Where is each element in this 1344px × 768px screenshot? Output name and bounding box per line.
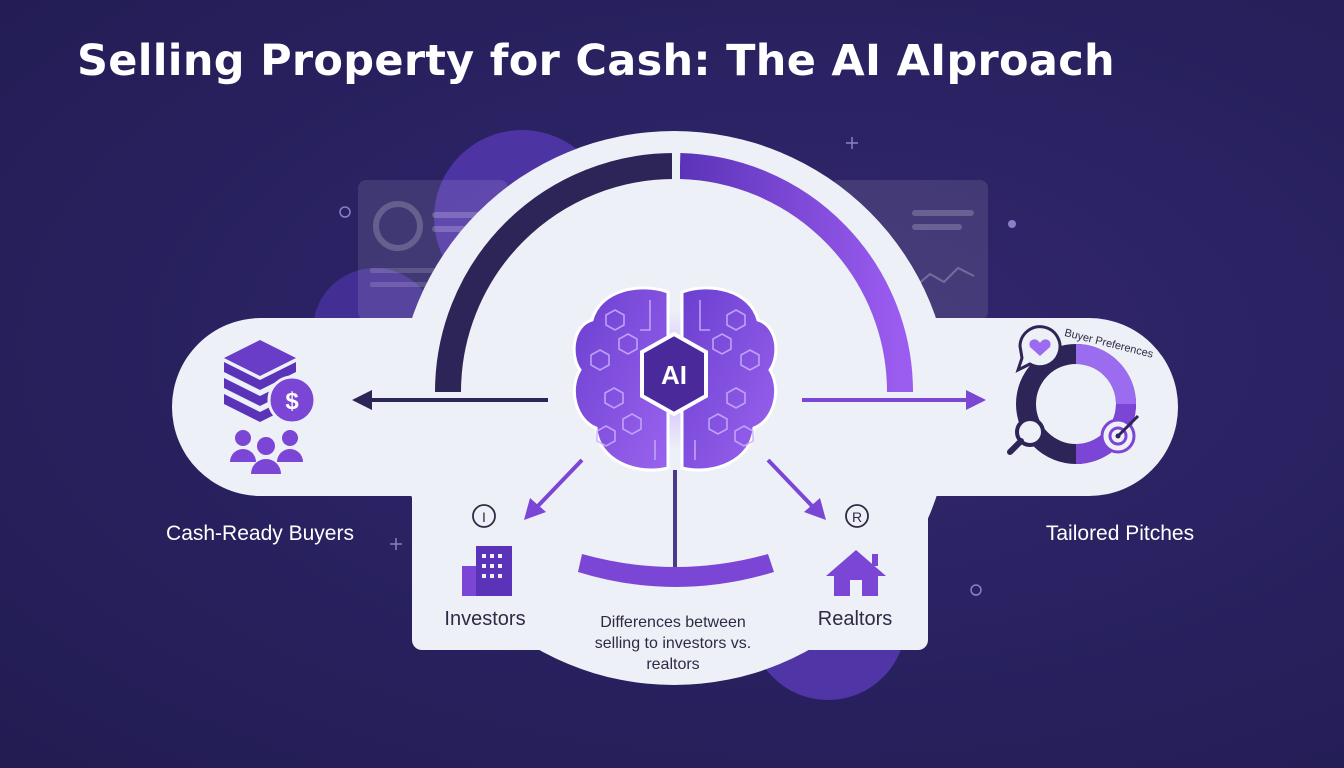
- realtors-label: Realtors: [817, 608, 893, 630]
- money-stack-icon: [224, 340, 296, 422]
- people-group-icon: [230, 430, 303, 474]
- target-icon: [1100, 414, 1140, 454]
- office-building-icon: [462, 546, 512, 596]
- investors-label: Investors: [444, 608, 526, 630]
- page-title: Selling Property for Cash: The AI AIproa…: [77, 36, 1115, 86]
- tailored-pitches-label: Tailored Pitches: [1045, 522, 1195, 545]
- heart-chat-icon: [1015, 325, 1062, 373]
- dollar-coin-icon: $: [267, 375, 317, 425]
- arrow-investors: [524, 458, 584, 520]
- svg-text:I: I: [482, 509, 486, 525]
- svg-text:$: $: [285, 388, 299, 415]
- arrow-right: [802, 390, 986, 410]
- arrow-realtors: [766, 458, 826, 520]
- ai-badge-label: AI: [661, 360, 687, 390]
- ai-brain-icon: [572, 286, 778, 472]
- investors-marker: I: [472, 504, 496, 528]
- magnifier-icon: [1007, 417, 1045, 455]
- svg-text:R: R: [852, 509, 862, 525]
- top-arc: [435, 150, 913, 393]
- middle-connector: [578, 470, 774, 587]
- house-icon: [826, 550, 886, 596]
- realtors-marker: R: [845, 504, 869, 528]
- differences-label: Differences between selling to investors…: [594, 614, 752, 673]
- arrow-left: [352, 390, 548, 410]
- cash-ready-buyers-label: Cash-Ready Buyers: [166, 522, 354, 545]
